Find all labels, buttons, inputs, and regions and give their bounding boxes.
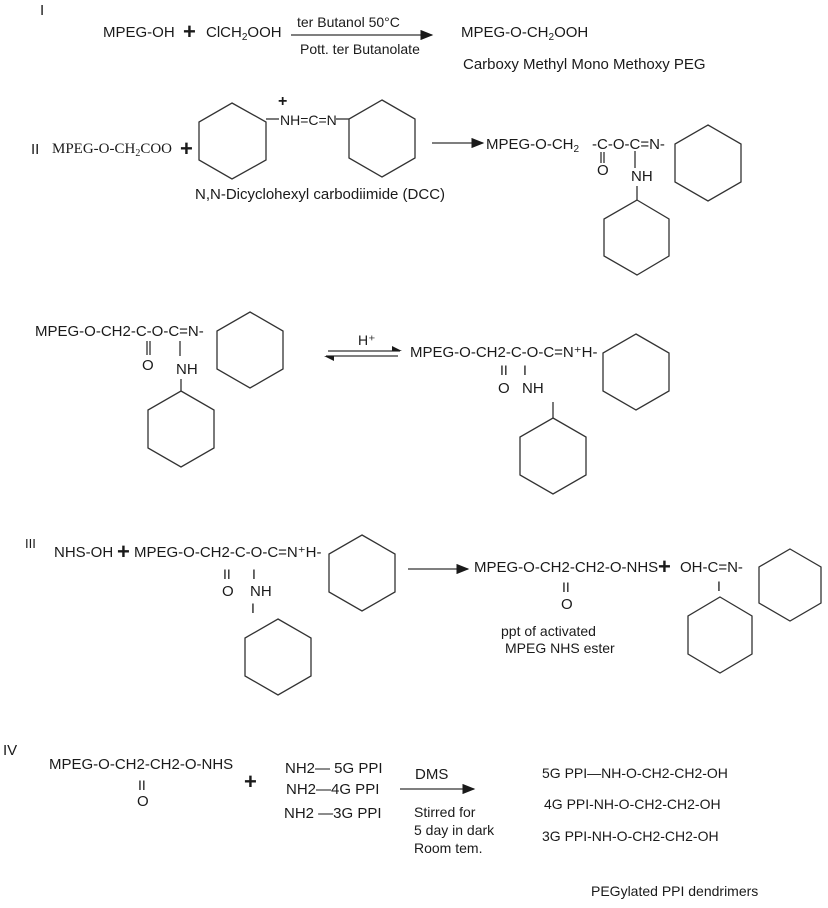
arrow-head: [324, 356, 334, 361]
product-label: PEGylated PPI dendrimers: [591, 883, 759, 899]
product-5g: 5G PPI—NH-O-CH2-CH2-OH: [542, 765, 728, 781]
formula-part: MPEG-O-CH: [486, 136, 574, 153]
reactant-mpeg-carboxylate: MPEG-O-CH2COO: [52, 141, 173, 159]
note-line-2: MPEG NHS ester: [505, 640, 615, 656]
amine-5g-ppi: NH2— 5G PPI: [285, 760, 383, 777]
product-4g: 4G PPI-NH-O-CH2-CH2-OH: [544, 796, 721, 812]
reactant-nhs-ester: MPEG-O-CH2-CH2-O-NHS: [49, 756, 234, 773]
product-nhs-ester: MPEG-O-CH2-CH2-O-NHS: [474, 559, 659, 576]
formula-part: OOH: [554, 24, 589, 41]
nh-group: NH: [176, 361, 198, 378]
condition-base: Pott. ter Butanolate: [300, 41, 420, 57]
formula-subscript: 2: [241, 32, 248, 43]
carbonyl-oxygen: O: [142, 357, 154, 374]
formula-part: COO: [140, 141, 173, 157]
reactant-mpeg-oh: MPEG-OH: [103, 24, 175, 41]
nh-group: NH: [522, 380, 544, 397]
condition-line-1: Stirred for: [414, 804, 476, 820]
byproduct-isourea: OH-C=N-: [680, 559, 743, 576]
charge-plus: +: [278, 93, 288, 110]
cyclohexane-ring: [674, 124, 742, 202]
carbonyl-oxygen: O: [561, 596, 573, 613]
condition-solvent: DMS: [415, 766, 449, 783]
single-bond-mark: I: [251, 600, 255, 616]
plus-sign: +: [658, 554, 671, 579]
note-line-1: ppt of activated: [501, 623, 596, 639]
carbonyl-oxygen: O: [222, 583, 234, 600]
cyclohexane-ring: [198, 102, 267, 180]
step-numeral: IV: [3, 742, 18, 759]
product-o-acylisourea: MPEG-O-CH2: [486, 136, 580, 155]
plus-sign: +: [244, 769, 257, 794]
formula-part: OOH: [247, 24, 282, 41]
step-numeral: III: [25, 536, 36, 551]
carbonyl-oxygen: O: [597, 162, 609, 179]
cyclohexane-ring: [147, 390, 215, 468]
plus-sign: +: [183, 19, 196, 44]
cyclohexane-ring: [603, 199, 670, 276]
cyclohexane-ring: [519, 417, 587, 495]
formula-subscript: 2: [548, 32, 555, 43]
reactant-chloroacetic: ClCH2OOH: [206, 24, 282, 43]
carbonyl-oxygen: O: [137, 793, 149, 810]
reactant-nhs: NHS-OH: [54, 544, 114, 561]
cyclohexane-ring: [328, 534, 396, 612]
nh-group: NH: [250, 583, 272, 600]
product-cm-mpeg: MPEG-O-CH2OOH: [461, 24, 589, 43]
plus-sign: +: [180, 136, 193, 161]
single-bond-mark: I: [523, 362, 527, 378]
o-acylisourea-chain: MPEG-O-CH2-C-O-C=N-: [35, 323, 204, 340]
plus-sign: +: [117, 539, 130, 564]
double-bond-mark: II: [500, 362, 508, 378]
carbonyl-oxygen: O: [498, 380, 510, 397]
amine-4g-ppi: NH2—4G PPI: [286, 781, 380, 798]
cyclohexane-ring: [687, 596, 753, 674]
dcc-linker: NH=C=N: [280, 112, 337, 128]
formula-subscript: 2: [573, 144, 580, 155]
product-name: Carboxy Methyl Mono Methoxy PEG: [463, 56, 706, 73]
formula-part: MPEG-O-CH: [52, 141, 136, 157]
product-chain: -C-O-C=N-: [592, 136, 665, 153]
formula-part: ClCH: [206, 24, 242, 41]
cyclohexane-ring: [216, 311, 284, 389]
product-3g: 3G PPI-NH-O-CH2-CH2-OH: [542, 828, 719, 844]
condition-solvent: ter Butanol 50°C: [297, 14, 400, 30]
single-bond-mark: I: [252, 566, 256, 582]
double-bond-mark: II: [223, 566, 231, 582]
condition-line-2: 5 day in dark: [414, 822, 495, 838]
formula-part: MPEG-O-CH: [461, 24, 549, 41]
cyclohexane-ring: [244, 618, 312, 696]
step-numeral: I: [40, 2, 45, 19]
step-numeral: II: [31, 141, 40, 158]
condition-line-3: Room tem.: [414, 840, 483, 856]
cyclohexane-ring: [758, 548, 822, 622]
catalyst-proton: H⁺: [358, 332, 376, 348]
single-bond-mark: I: [717, 578, 721, 594]
cyclohexane-ring: [348, 99, 416, 178]
double-bond-mark: II: [138, 777, 146, 793]
double-bond-mark: II: [562, 579, 570, 595]
cyclohexane-ring: [602, 333, 670, 411]
arrow-head: [392, 346, 402, 351]
nh-group: NH: [631, 168, 653, 185]
amine-3g-ppi: NH2 —3G PPI: [284, 805, 382, 822]
protonated-chain: MPEG-O-CH2-C-O-C=N⁺H-: [410, 344, 598, 361]
formula-subscript: 2: [135, 148, 141, 159]
protonated-chain: MPEG-O-CH2-C-O-C=N⁺H-: [134, 544, 322, 561]
dcc-name: N,N-Dicyclohexyl carbodiimide (DCC): [195, 186, 446, 203]
